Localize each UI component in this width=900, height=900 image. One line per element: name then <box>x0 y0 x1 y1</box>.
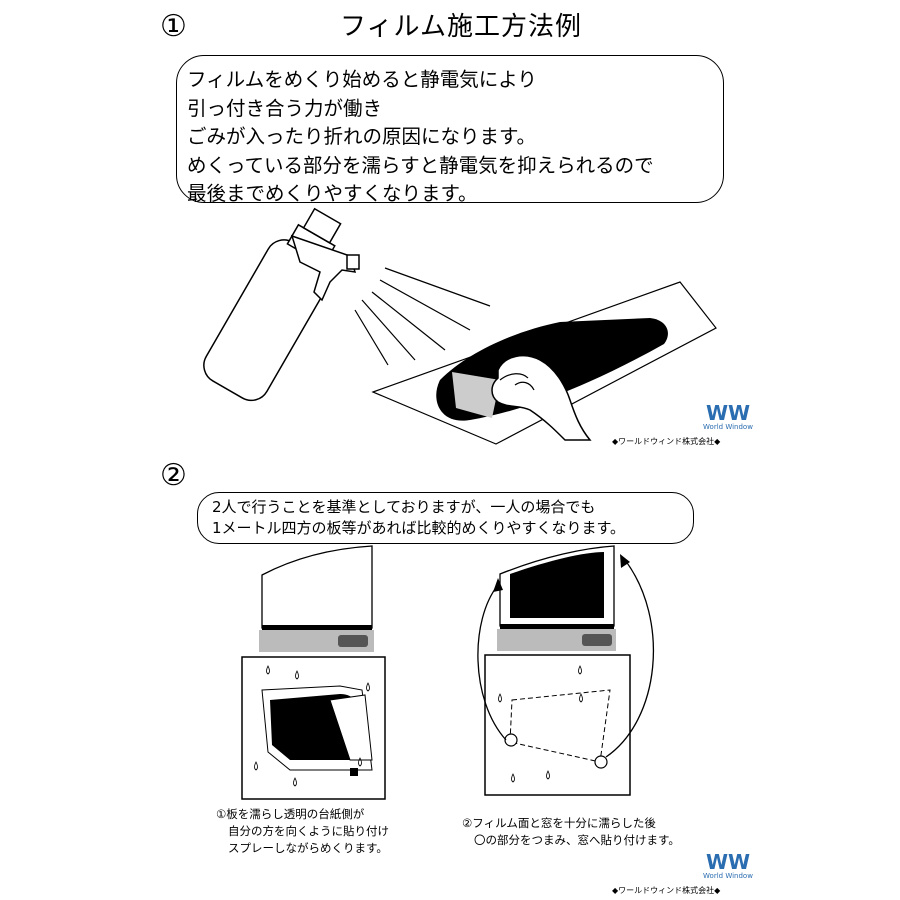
peeled-corner <box>329 694 373 761</box>
right-board <box>484 654 631 796</box>
caption-left: ①板を濡らし透明の台紙側が 自分の方を向くように貼り付け スプレーしながらめくり… <box>216 806 389 857</box>
logo-subtitle: World Window <box>703 872 753 880</box>
arrow-right <box>605 559 655 758</box>
company-name: ◆ワールドウィンド株式会社◆ <box>612 886 721 895</box>
brand-logo: WW World Window <box>703 852 753 880</box>
grip-point-right <box>594 755 608 769</box>
note-line: 引っ付き合う力が働き <box>187 96 383 120</box>
left-window-glass <box>261 545 373 629</box>
caption-line: ②フィルム面と窓を十分に濡らした後 <box>462 816 656 830</box>
caption-line: スプレーしながらめくります。 <box>228 841 388 855</box>
right-window-film <box>510 552 604 618</box>
step-2-note-box: 2人で行うことを基準としておりますが、一人の場合でも 1メートル四方の板等があれ… <box>197 492 694 544</box>
caption-line: ①板を濡らし透明の台紙側が <box>216 807 365 821</box>
grip-point-left <box>504 733 518 747</box>
step-2-number: ② <box>160 458 187 493</box>
step-1-number: ① <box>160 9 187 44</box>
caption-line: 〇の部分をつまみ、窓へ貼り付けます。 <box>474 833 680 847</box>
logo-subtitle: World Window <box>703 423 753 431</box>
caption-line: 自分の方を向くように貼り付け <box>228 824 389 838</box>
note-line: 1メートル四方の板等があれば比較的めくりやすくなります。 <box>212 519 626 537</box>
note-line: ごみが入ったり折れの原因になります。 <box>187 125 537 148</box>
note-line: 2人で行うことを基準としておりますが、一人の場合でも <box>212 498 596 516</box>
caption-right: ②フィルム面と窓を十分に濡らした後 〇の部分をつまみ、窓へ貼り付けます。 <box>462 815 680 849</box>
logo-mark: WW <box>705 850 751 874</box>
film-peeled-area <box>452 372 500 418</box>
note-line: フィルムをめくり始めると静電気により <box>187 68 537 91</box>
arrow-left <box>477 584 507 741</box>
brand-logo: WW World Window <box>703 403 753 431</box>
hand <box>491 354 592 441</box>
step-1-note-box: フィルムをめくり始めると静電気により 引っ付き合う力が働き ごみが入ったり折れの… <box>176 55 724 205</box>
note-line: めくっている部分を濡らすと静電気を抑えられるので <box>187 153 654 177</box>
company-name: ◆ワールドウィンド株式会社◆ <box>612 437 721 446</box>
note-line: 最後までめくりやすくなります。 <box>187 182 478 205</box>
logo-mark: WW <box>705 401 751 425</box>
page-title: フィルム施工方法例 <box>340 12 582 42</box>
